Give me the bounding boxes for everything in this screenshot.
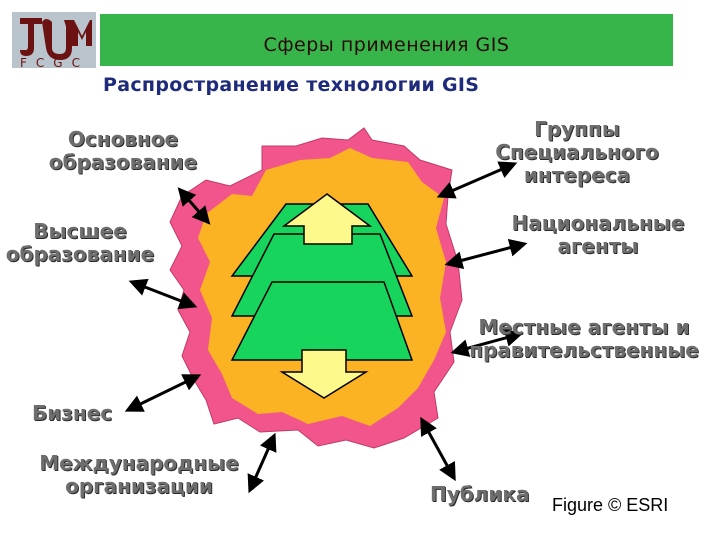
arrow-higher-education bbox=[128, 278, 198, 310]
arrow-special-interest bbox=[436, 161, 518, 199]
page-title: Сферы применения GIS bbox=[263, 34, 510, 56]
label-higher-education: Высшее образование bbox=[5, 219, 155, 266]
label-public: Публика bbox=[430, 482, 530, 506]
label-basic-education: Основное образование bbox=[48, 127, 198, 174]
arrow-national-agents bbox=[444, 238, 528, 270]
arrow-local-agents bbox=[450, 329, 524, 357]
label-international-orgs: Международные организации bbox=[39, 451, 239, 498]
label-business: Бизнес bbox=[32, 401, 113, 425]
header-bar bbox=[100, 14, 673, 66]
label-national-agents: Национальные агенты bbox=[511, 211, 685, 258]
arrow-international-orgs bbox=[247, 432, 277, 494]
up-arrow bbox=[281, 193, 373, 245]
arrow-basic-education bbox=[177, 187, 211, 225]
pyramid-layer-bottom bbox=[230, 281, 414, 361]
arrow-business bbox=[124, 374, 202, 412]
figure-credit: Figure © ESRI bbox=[552, 495, 669, 515]
diagram-subtitle: Распространение технологии GIS bbox=[103, 74, 480, 96]
label-special-interest: Группы Специального интереса bbox=[495, 117, 659, 187]
svg-text:FCGC: FCGC bbox=[20, 56, 89, 68]
label-local-agents: Местные агенты и правительственные bbox=[469, 315, 699, 362]
fcgc-logo: FCGC bbox=[12, 12, 96, 68]
arrow-public bbox=[420, 416, 456, 482]
down-arrow bbox=[279, 349, 369, 399]
logo-graphic: FCGC bbox=[20, 18, 92, 68]
